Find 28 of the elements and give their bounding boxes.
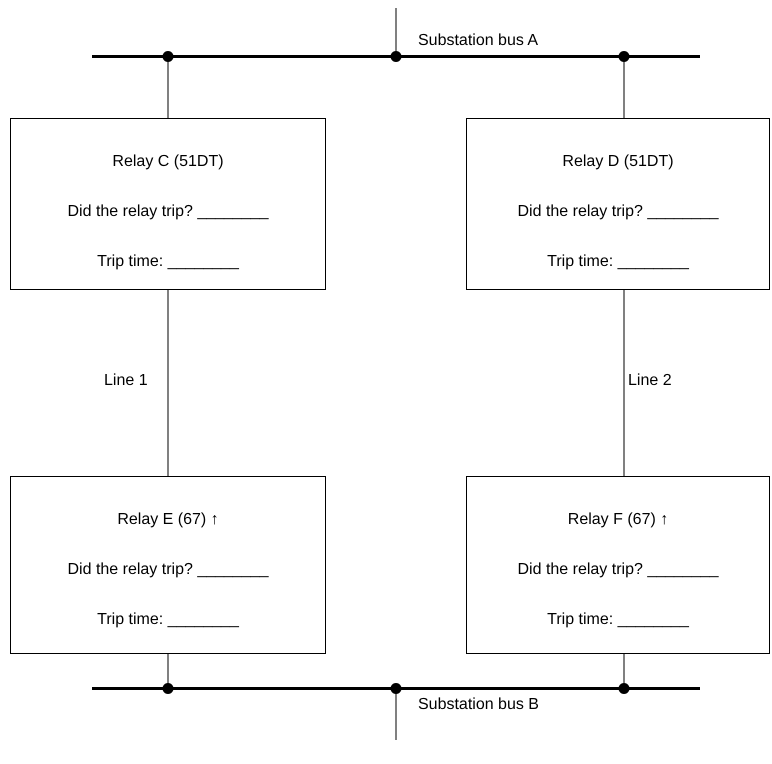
conductor-line (390, 683, 402, 740)
trip-question: Did the relay trip? ________ (67, 560, 269, 580)
relay-title: Relay F (67) ↑ (568, 510, 668, 530)
bus-label: Substation bus A (418, 31, 538, 51)
edge-label: Line 2 (628, 371, 672, 391)
conductor-line (618, 654, 630, 694)
bus-bar (92, 55, 700, 58)
trip-question: Did the relay trip? ________ (517, 202, 719, 222)
edge-label: Line 1 (104, 371, 148, 391)
bus-bar (92, 687, 700, 690)
relay-box (10, 118, 326, 290)
trip-time-field: Trip time: ________ (547, 251, 689, 273)
conductor-line (618, 51, 630, 118)
relay-box (466, 476, 770, 654)
trip-time-field: Trip time: ________ (547, 609, 689, 631)
relay-box (466, 118, 770, 290)
trip-time-field: Trip time: ________ (97, 609, 239, 631)
trip-time-field: Trip time: ________ (97, 251, 239, 273)
relay-box (10, 476, 326, 654)
bus-label: Substation bus B (418, 695, 539, 715)
conductor-line (162, 654, 174, 694)
relay-title: Relay D (51DT) (562, 152, 674, 172)
conductor-line (390, 8, 402, 62)
trip-question: Did the relay trip? ________ (67, 202, 269, 222)
relay-title: Relay E (67) ↑ (117, 510, 219, 530)
trip-question: Did the relay trip? ________ (517, 560, 719, 580)
conductor-line (162, 51, 174, 118)
relay-title: Relay C (51DT) (112, 152, 224, 172)
